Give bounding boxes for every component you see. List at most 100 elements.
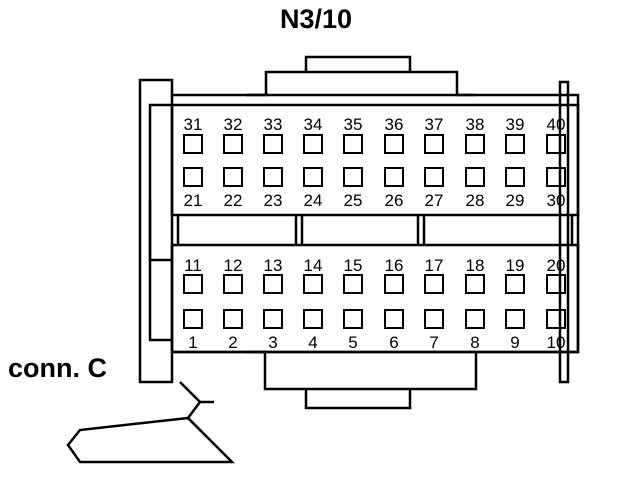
pin-socket-15 (343, 274, 363, 294)
right-latch (558, 80, 570, 384)
pin-number-8: 8 (470, 333, 479, 352)
pin-socket-21 (183, 167, 203, 187)
pin-number-4: 4 (308, 333, 317, 352)
pin-socket-16 (384, 274, 404, 294)
pin-number-34: 34 (304, 115, 323, 134)
pin-row-31-40: 31 32 33 34 35 36 37 38 39 40 (183, 115, 566, 154)
pin-socket-39 (505, 134, 525, 154)
pin-number-5: 5 (348, 333, 357, 352)
pin-socket-37 (424, 134, 444, 154)
pin-row-21-30: 21 22 23 24 25 26 27 28 29 30 (183, 167, 566, 210)
top-shoulder (246, 70, 475, 97)
pin-socket-9 (505, 309, 525, 329)
pin-number-31: 31 (184, 115, 203, 134)
pin-socket-2 (223, 309, 243, 329)
pin-number-40: 40 (547, 115, 566, 134)
pin-socket-11 (183, 274, 203, 294)
pin-socket-6 (384, 309, 404, 329)
pin-socket-5 (343, 309, 363, 329)
pin-socket-1 (183, 309, 203, 329)
pin-socket-32 (223, 134, 243, 154)
pin-number-37: 37 (425, 115, 444, 134)
pin-socket-19 (505, 274, 525, 294)
left-clip-inner (148, 200, 172, 342)
pin-row-11-20: 11 12 13 14 15 16 17 18 19 20 (183, 256, 566, 294)
housing-outline (66, 55, 580, 464)
pin-number-33: 33 (264, 115, 283, 134)
pin-number-2: 2 (228, 333, 237, 352)
pin-number-17: 17 (425, 256, 444, 275)
pin-number-14: 14 (304, 256, 323, 275)
pin-number-27: 27 (425, 191, 444, 210)
pin-socket-20 (546, 274, 566, 294)
pin-number-18: 18 (466, 256, 485, 275)
pin-number-32: 32 (224, 115, 243, 134)
pin-number-24: 24 (304, 191, 323, 210)
pin-socket-34 (303, 134, 323, 154)
pin-socket-14 (303, 274, 323, 294)
pin-number-26: 26 (385, 191, 404, 210)
pin-number-21: 21 (184, 191, 203, 210)
pin-number-1: 1 (188, 333, 197, 352)
pin-socket-35 (343, 134, 363, 154)
pin-socket-27 (424, 167, 444, 187)
pin-row-1-10: 1 2 3 4 5 6 7 8 9 10 (183, 309, 566, 352)
pin-socket-25 (343, 167, 363, 187)
pin-number-12: 12 (224, 256, 243, 275)
pin-number-19: 19 (506, 256, 525, 275)
pin-socket-24 (303, 167, 323, 187)
upper-pin-block (170, 103, 580, 217)
pin-number-30: 30 (547, 191, 566, 210)
pin-number-29: 29 (506, 191, 525, 210)
connector-label: conn. C (8, 353, 107, 383)
pin-number-25: 25 (344, 191, 363, 210)
left-clip-outer (138, 78, 174, 384)
pin-socket-3 (263, 309, 283, 329)
pin-number-10: 10 (547, 333, 566, 352)
pin-socket-30 (546, 167, 566, 187)
pin-number-20: 20 (547, 256, 566, 275)
pin-socket-4 (303, 309, 323, 329)
pin-number-15: 15 (344, 256, 363, 275)
pin-socket-17 (424, 274, 444, 294)
pin-number-9: 9 (510, 333, 519, 352)
cable (66, 381, 236, 464)
pin-number-38: 38 (466, 115, 485, 134)
pin-number-6: 6 (389, 333, 398, 352)
pin-number-16: 16 (385, 256, 404, 275)
pin-number-3: 3 (268, 333, 277, 352)
pin-socket-22 (223, 167, 243, 187)
pin-socket-33 (263, 134, 283, 154)
pin-socket-31 (183, 134, 203, 154)
pin-socket-36 (384, 134, 404, 154)
pin-socket-12 (223, 274, 243, 294)
top-tab (304, 55, 412, 72)
bottom-tab (304, 389, 412, 410)
bottom-shoulder (246, 350, 478, 391)
diagram-title: N3/10 (280, 4, 352, 34)
pin-number-39: 39 (506, 115, 525, 134)
pin-number-7: 7 (429, 333, 438, 352)
pin-number-22: 22 (224, 191, 243, 210)
pin-socket-10 (546, 309, 566, 329)
pin-socket-38 (465, 134, 485, 154)
pin-number-36: 36 (385, 115, 404, 134)
pin-socket-18 (465, 274, 485, 294)
pin-socket-8 (465, 309, 485, 329)
pin-socket-26 (384, 167, 404, 187)
pin-number-28: 28 (466, 191, 485, 210)
pin-socket-23 (263, 167, 283, 187)
pin-socket-40 (546, 134, 566, 154)
pin-number-35: 35 (344, 115, 363, 134)
pin-number-11: 11 (184, 256, 202, 275)
pin-socket-28 (465, 167, 485, 187)
cable-branch (187, 400, 214, 433)
pin-socket-29 (505, 167, 525, 187)
lower-pin-block (170, 243, 580, 354)
pin-socket-7 (424, 309, 444, 329)
pin-number-23: 23 (264, 191, 283, 210)
left-clip (148, 103, 172, 262)
pin-number-13: 13 (264, 256, 283, 275)
